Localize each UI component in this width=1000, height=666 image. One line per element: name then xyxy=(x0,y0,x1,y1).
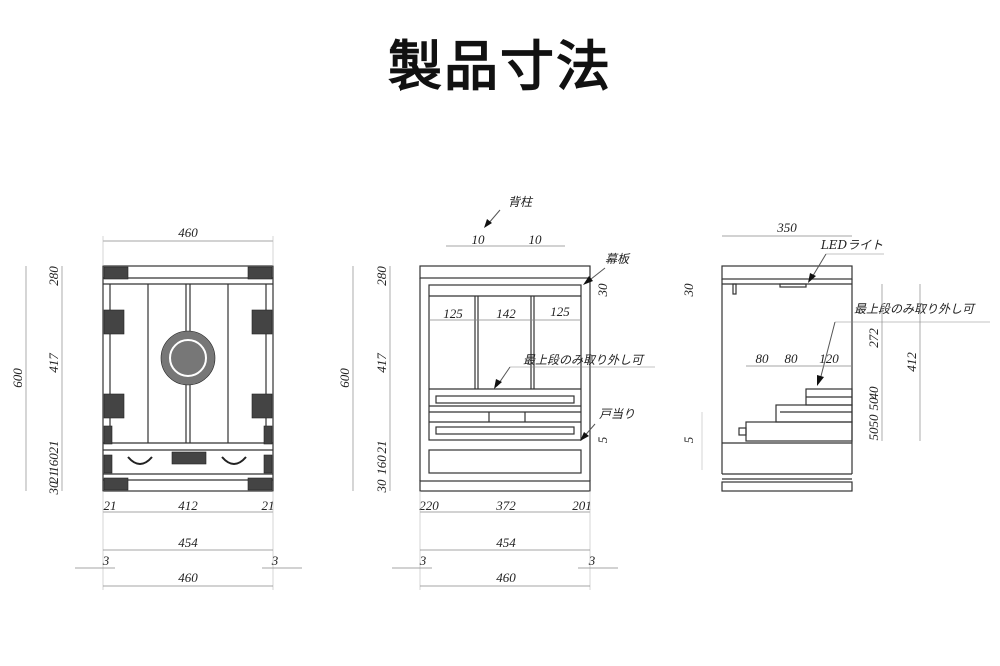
dim-height-bottom1: 21 xyxy=(46,471,61,484)
dim-height-main: 417 xyxy=(374,353,389,373)
dim-step-height-3: 50 xyxy=(866,414,881,428)
dim-side-right: 3 xyxy=(271,553,279,568)
dim-step-height-1: 40 xyxy=(866,386,881,400)
dim-body: 454 xyxy=(178,535,198,550)
dim-body: 454 xyxy=(496,535,516,550)
dim-pillar-right: 10 xyxy=(529,232,543,247)
dim-side-left: 3 xyxy=(102,553,110,568)
dim-side-right: 3 xyxy=(588,553,596,568)
dim-bay-right: 125 xyxy=(550,304,570,319)
dim-side-left: 3 xyxy=(419,553,427,568)
drawer-handles xyxy=(127,451,247,465)
dim-inner: 372 xyxy=(495,498,516,513)
dim-height-total: 600 xyxy=(337,368,352,388)
front-open-view: 背柱 10 10 幕板 30 125 142 125 最上段のみ取り外し可 戸当… xyxy=(337,195,655,590)
dim-step-3: 120 xyxy=(819,351,839,366)
dim-total-height: 412 xyxy=(904,352,919,372)
page-title: 製品寸法 xyxy=(388,34,612,98)
corner-fittings xyxy=(103,266,273,491)
label-curtain-board: 幕板 xyxy=(605,252,631,266)
dim-inner: 412 xyxy=(178,498,198,513)
dim-door-stop: 5 xyxy=(595,436,610,443)
label-door-stop: 戸当り xyxy=(599,407,635,421)
dim-right: 21 xyxy=(262,498,275,513)
dim-height-drawer: 160 xyxy=(46,453,61,473)
dim-right: 201 xyxy=(572,498,592,513)
dim-height-drawer: 160 xyxy=(374,455,389,475)
dim-base-height: 5 xyxy=(681,436,696,443)
dim-led-height: 30 xyxy=(681,283,696,298)
dim-curtain-height: 30 xyxy=(595,283,610,298)
dim-step-2: 80 xyxy=(785,351,799,366)
dim-height-bottom2: 30 xyxy=(46,481,61,496)
label-top-shelf-removable: 最上段のみ取り外し可 xyxy=(523,353,645,367)
label-back-pillar: 背柱 xyxy=(508,195,534,209)
dim-step-height-2: 50 xyxy=(866,397,881,411)
dim-left: 21 xyxy=(104,498,117,513)
dim-width-bottom: 460 xyxy=(496,570,516,585)
label-led-light: LEDライト xyxy=(820,238,883,252)
dim-height-total: 600 xyxy=(10,368,25,388)
dim-step-1: 80 xyxy=(756,351,770,366)
dim-pillar-left: 10 xyxy=(472,232,486,247)
dim-upper-height: 272 xyxy=(866,328,881,348)
crest-ornament xyxy=(160,330,216,386)
dim-bay-left: 125 xyxy=(443,306,463,321)
dim-bay-center: 142 xyxy=(496,306,516,321)
dim-height-lower: 21 xyxy=(374,441,389,454)
dim-height-door: 417 xyxy=(46,353,61,373)
dim-left: 220 xyxy=(419,498,439,513)
cabinet-outline xyxy=(102,265,274,492)
dim-height-top: 280 xyxy=(46,266,61,286)
dim-height-top: 280 xyxy=(374,266,389,286)
dim-width-top: 460 xyxy=(178,225,198,240)
dim-width-bottom: 460 xyxy=(178,570,198,585)
dim-height-lower: 21 xyxy=(46,441,61,454)
front-closed-view: 460 600 280 417 21 160 21 30 21 412 21 4… xyxy=(10,225,302,590)
dim-height-bottom: 30 xyxy=(374,479,389,494)
side-view: 350 LEDライト 30 最上段のみ取り外し可 80 80 120 272 4… xyxy=(681,220,990,492)
label-top-shelf-removable: 最上段のみ取り外し可 xyxy=(854,302,976,316)
dim-step-height-4: 50 xyxy=(866,427,881,441)
dim-depth: 350 xyxy=(776,220,797,235)
